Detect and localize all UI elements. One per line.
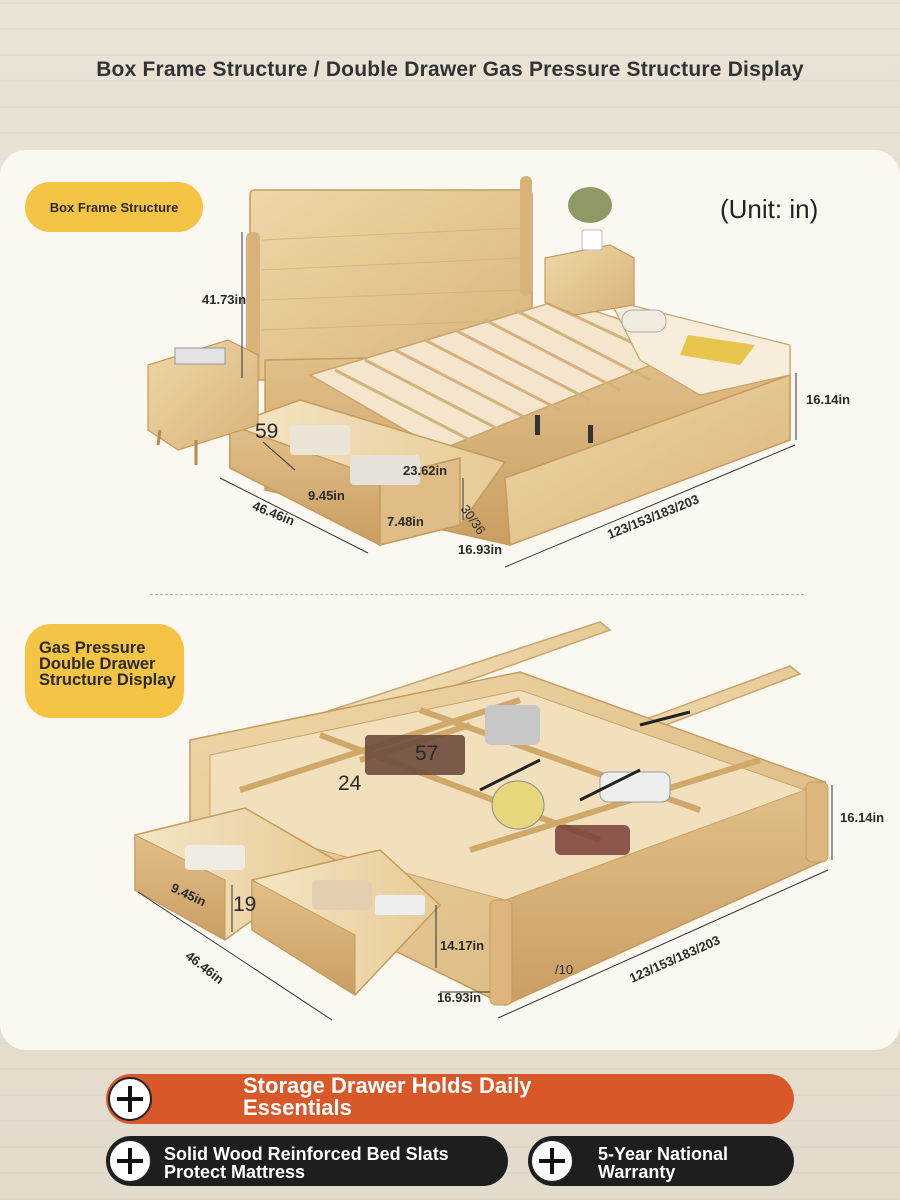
dim-drawer-width-2: 16.93in	[437, 990, 482, 1005]
feature-label-warranty: 5-Year National Warranty	[598, 1144, 729, 1182]
dim-compartment: 57	[415, 742, 439, 765]
headboard-post-right	[520, 176, 532, 296]
dim-drawer-height-big: 19	[233, 893, 257, 916]
plus-icon	[108, 1139, 152, 1183]
dim-drawer-inner: 23.62in	[403, 463, 448, 478]
plus-icon	[108, 1077, 152, 1121]
section-tag-box-frame: Box Frame Structure	[25, 182, 203, 232]
dim-drawer-height-b: 7.48in	[387, 514, 424, 529]
dim-compartment-height: 24	[338, 772, 362, 795]
gas-pressure-bed	[134, 621, 829, 1007]
feature-banner-slats: Solid Wood Reinforced Bed Slats Protect …	[106, 1136, 508, 1186]
headboard-post-left	[246, 232, 260, 382]
section-divider	[150, 594, 804, 595]
dim-frame-height: 16.14in	[806, 392, 851, 407]
page-title: Box Frame Structure / Double Drawer Gas …	[96, 58, 804, 81]
feature-banner-storage: Storage Drawer Holds Daily Essentials	[106, 1074, 794, 1124]
box-frame-bed	[147, 176, 791, 547]
feature-banner-warranty: 5-Year National Warranty	[528, 1136, 794, 1186]
feature-label-slats: Solid Wood Reinforced Bed Slats Protect …	[164, 1144, 449, 1182]
plus-icon	[530, 1139, 574, 1183]
dim-frame-height-2: 16.14in	[840, 810, 885, 825]
dim-drawer-height-a: 9.45in	[308, 488, 345, 503]
feature-label-storage: Storage Drawer Holds Daily Essentials	[243, 1073, 532, 1120]
unit-label: (Unit: in)	[720, 194, 819, 224]
dim-drawer-height-c: 14.17in	[440, 938, 485, 953]
dim-drawer-width: 16.93in	[458, 542, 503, 557]
nightstand-right	[544, 244, 635, 316]
side-rail	[504, 373, 791, 547]
dim-headboard-height: 41.73in	[202, 292, 247, 307]
dim-drawer-depth: 59	[255, 420, 279, 443]
dimension-lines-1	[219, 232, 797, 568]
dimension-lines-2	[137, 785, 833, 1021]
dim-slash-label: /10	[555, 962, 574, 977]
section-tag-gas-pressure: Gas Pressure Double Drawer Structure Dis…	[25, 624, 184, 718]
nightstand-left	[147, 339, 259, 451]
